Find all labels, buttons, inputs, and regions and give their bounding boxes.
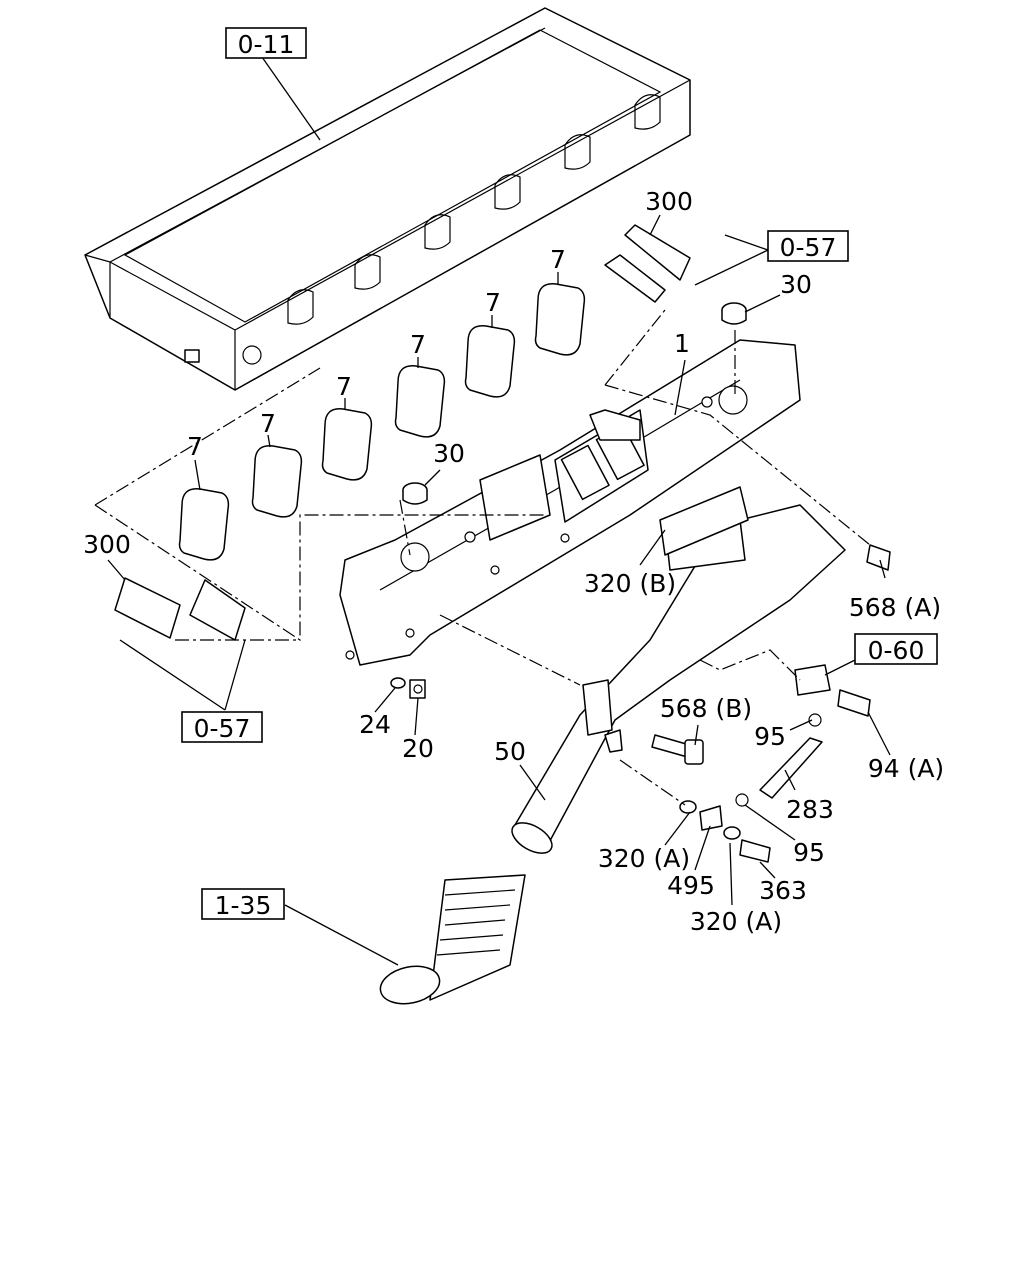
- callout-cap-left: 30: [433, 439, 465, 468]
- reference-boxes: 0-11 0-57 0-57 0-60 1-35: [181, 27, 938, 920]
- callout-cover-plate-left: 300: [83, 530, 131, 559]
- ref-sensor-group: 0-60: [868, 636, 925, 665]
- callout-gasket-6: 7: [550, 245, 566, 274]
- callout-pipe-50: 50: [494, 737, 526, 766]
- callout-bolt-568b: 568 (B): [660, 694, 752, 723]
- ref-blind-cover-right: 0-57: [780, 233, 837, 262]
- gaskets: [178, 283, 586, 561]
- callout-gasket-5: 7: [485, 288, 501, 317]
- callout-labels: 300 30 1 30 300 7 7 7 7 7 7 320 (B) 568 …: [83, 187, 944, 936]
- intake-manifold: [339, 339, 801, 666]
- intake-hose: [379, 874, 526, 1005]
- callout-clip-95-upper: 95: [754, 722, 786, 751]
- callout-washer-320a-2: 320 (A): [690, 907, 782, 936]
- ref-intake-hose: 1-35: [215, 891, 272, 920]
- hardware: [390, 544, 891, 863]
- cylinder-head: [84, 7, 691, 391]
- callout-gasket-4: 7: [410, 330, 426, 359]
- callout-flange-gasket: 320 (B): [584, 569, 676, 598]
- callout-bolt-495: 495: [667, 871, 715, 900]
- assembly-lines: [94, 309, 871, 806]
- callout-clip-95-lower: 95: [793, 838, 825, 867]
- callout-manifold: 1: [674, 329, 690, 358]
- callout-nut-20: 20: [402, 734, 434, 763]
- leader-lines: [107, 56, 891, 966]
- callout-cap-right: 30: [780, 270, 812, 299]
- callout-gasket-3: 7: [336, 372, 352, 401]
- callout-washer-24: 24: [359, 710, 391, 739]
- callout-hose-283: 283: [786, 795, 834, 824]
- caps: [402, 302, 747, 505]
- callout-cover-plate-right: 300: [645, 187, 693, 216]
- callout-gasket-2: 7: [260, 409, 276, 438]
- callout-bolt-363: 363: [759, 876, 807, 905]
- callout-bolt-568a: 568 (A): [849, 593, 941, 622]
- callout-bolt-94a: 94 (A): [868, 754, 944, 783]
- callout-gasket-1: 7: [187, 432, 203, 461]
- ref-cylinder-head: 0-11: [238, 30, 295, 59]
- intake-pipe: [511, 486, 846, 854]
- ref-blind-cover-left: 0-57: [194, 714, 251, 743]
- callout-washer-320a-1: 320 (A): [598, 844, 690, 873]
- cover-plates: [114, 224, 691, 641]
